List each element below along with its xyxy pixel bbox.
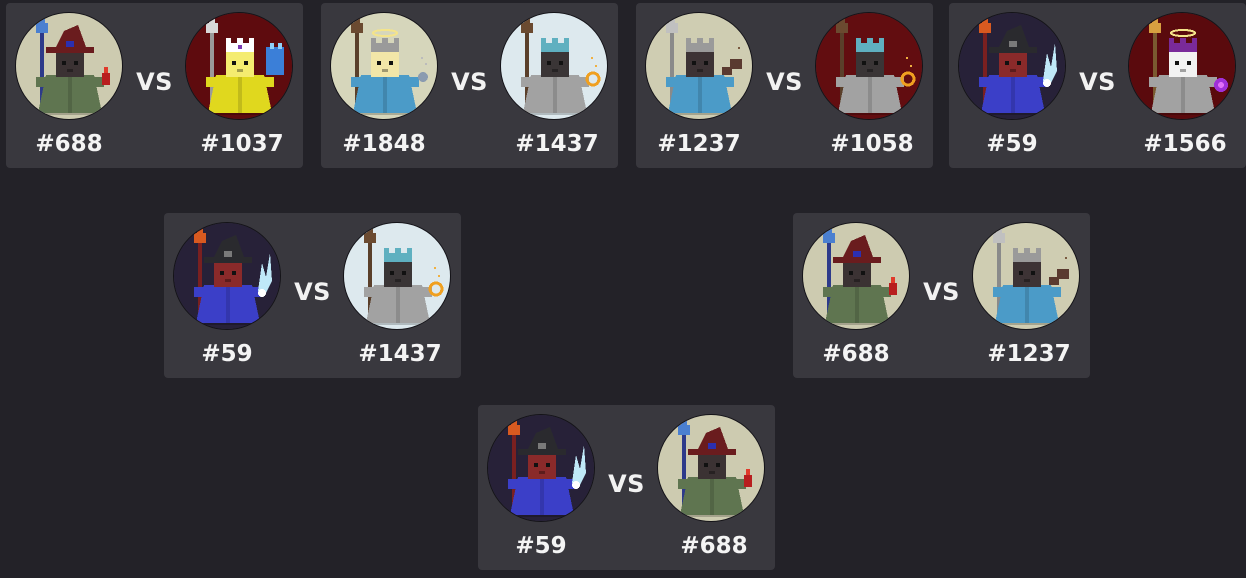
matchup-round-1-1[interactable]: VS #688 #1037 xyxy=(6,3,303,168)
wizard-avatar[interactable] xyxy=(1128,12,1236,120)
wizard-portrait-image xyxy=(646,13,752,119)
wizard-avatar[interactable] xyxy=(972,222,1080,330)
wizard-avatar[interactable] xyxy=(645,12,753,120)
wizard-number: #688 xyxy=(822,341,890,367)
vs-label: VS xyxy=(451,68,488,96)
matchup-round-2-2[interactable]: VS #688 #1237 xyxy=(793,213,1090,378)
wizard-portrait-image xyxy=(816,13,922,119)
wizard-number: #59 xyxy=(986,131,1038,157)
wizard-number: #1037 xyxy=(200,131,284,157)
wizard-number: #1848 xyxy=(342,131,426,157)
wizard-portrait-image xyxy=(501,13,607,119)
wizard-number: #59 xyxy=(201,341,253,367)
wizard-number: #59 xyxy=(515,533,567,559)
vs-label: VS xyxy=(294,278,331,306)
wizard-avatar[interactable] xyxy=(343,222,451,330)
wizard-portrait-image xyxy=(973,223,1079,329)
vs-label: VS xyxy=(136,68,173,96)
wizard-portrait-image xyxy=(658,415,764,521)
wizard-portrait-image xyxy=(488,415,594,521)
wizard-avatar[interactable] xyxy=(185,12,293,120)
wizard-number: #1058 xyxy=(830,131,914,157)
wizard-portrait-image xyxy=(959,13,1065,119)
wizard-avatar[interactable] xyxy=(500,12,608,120)
wizard-number: #1566 xyxy=(1143,131,1227,157)
wizard-portrait-image xyxy=(1129,13,1235,119)
wizard-avatar[interactable] xyxy=(487,414,595,522)
wizard-avatar[interactable] xyxy=(657,414,765,522)
wizard-avatar[interactable] xyxy=(330,12,438,120)
wizard-avatar[interactable] xyxy=(173,222,281,330)
wizard-number: #1437 xyxy=(515,131,599,157)
wizard-portrait-image xyxy=(186,13,292,119)
wizard-portrait-image xyxy=(331,13,437,119)
wizard-avatar[interactable] xyxy=(15,12,123,120)
wizard-portrait-image xyxy=(16,13,122,119)
wizard-number: #688 xyxy=(680,533,748,559)
vs-label: VS xyxy=(1079,68,1116,96)
wizard-portrait-image xyxy=(174,223,280,329)
matchup-round-2-1[interactable]: VS #59 #1437 xyxy=(164,213,461,378)
wizard-number: #1237 xyxy=(987,341,1071,367)
wizard-avatar[interactable] xyxy=(815,12,923,120)
wizard-avatar[interactable] xyxy=(958,12,1066,120)
vs-label: VS xyxy=(766,68,803,96)
matchup-round-1-3[interactable]: VS #1237 #1058 xyxy=(636,3,933,168)
wizard-portrait-image xyxy=(803,223,909,329)
matchup-round-1-4[interactable]: VS #59 #1566 xyxy=(949,3,1246,168)
wizard-number: #1237 xyxy=(657,131,741,157)
wizard-portrait-image xyxy=(344,223,450,329)
wizard-number: #688 xyxy=(35,131,103,157)
matchup-final[interactable]: VS #59 #688 xyxy=(478,405,775,570)
vs-label: VS xyxy=(923,278,960,306)
wizard-avatar[interactable] xyxy=(802,222,910,330)
wizard-number: #1437 xyxy=(358,341,442,367)
matchup-round-1-2[interactable]: VS #1848 #1437 xyxy=(321,3,618,168)
vs-label: VS xyxy=(608,470,645,498)
